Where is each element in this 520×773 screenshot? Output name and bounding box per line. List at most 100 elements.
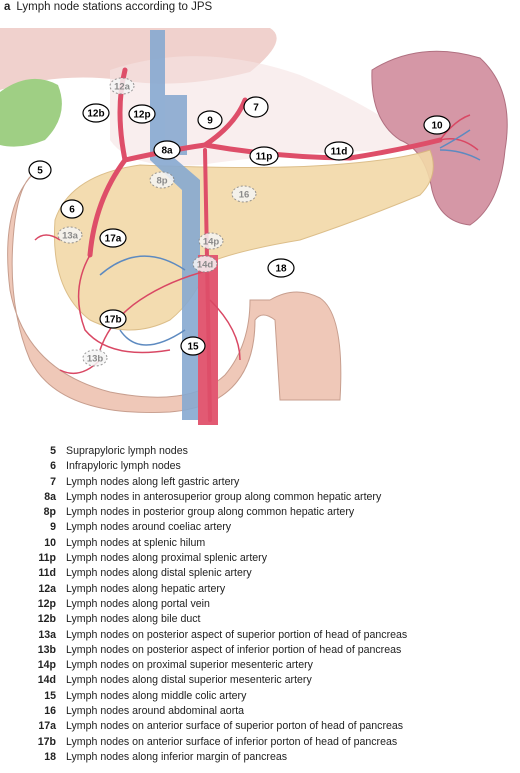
legend-code: 14p xyxy=(37,659,56,672)
station-9-bubble xyxy=(197,110,223,130)
legend-row: 11p Lymph nodes along proximal splenic ar… xyxy=(22,551,512,566)
station-17b-bubble xyxy=(99,309,127,329)
legend-text: Lymph nodes along proximal splenic arter… xyxy=(66,552,267,565)
legend-code: 16 xyxy=(44,705,56,718)
station-11d-label: 11d xyxy=(331,147,348,158)
station-10: 10 xyxy=(423,115,451,135)
station-11p-label: 11p xyxy=(256,152,273,163)
legend-text: Lymph nodes around coeliac artery xyxy=(66,521,232,534)
station-12a-bubble xyxy=(109,77,135,95)
station-11p: 11p xyxy=(249,146,279,166)
small-arteries xyxy=(34,114,479,375)
legend-row: 12b Lymph nodes along bile duct xyxy=(22,612,512,627)
legend-code: 9 xyxy=(50,521,56,534)
station-12p-label: 12p xyxy=(133,110,150,121)
station-7: 7 xyxy=(243,96,269,118)
legend-code: 12a xyxy=(38,582,56,595)
legend-code: 17b xyxy=(37,735,56,748)
legend-row: 5 Suprapyloric lymph nodes xyxy=(22,444,512,459)
station-13b-bubble xyxy=(82,349,108,367)
station-14p-bubble xyxy=(198,232,224,250)
station-8a-bubble xyxy=(153,140,181,160)
legend-code: 8p xyxy=(43,506,56,519)
station-18-bubble xyxy=(267,258,295,278)
stomach-outline xyxy=(110,56,430,166)
station-17a-label: 17a xyxy=(105,234,122,245)
legend-text: Lymph nodes in anterosuperior group alon… xyxy=(66,490,382,503)
station-9-label: 9 xyxy=(207,116,213,127)
station-13a: 13a xyxy=(57,226,83,244)
station-legend: 5 Suprapyloric lymph nodes 6 Infrapyloric l… xyxy=(22,444,512,765)
pancreas xyxy=(53,149,434,331)
panel-title-text: Lymph node stations according to JPS xyxy=(16,1,213,13)
station-11d: 11d xyxy=(324,141,354,161)
legend-text: Lymph nodes along distal superior mesent… xyxy=(66,674,312,687)
station-15-bubble xyxy=(180,336,206,356)
station-14d: 14d xyxy=(192,255,218,273)
legend-code: 5 xyxy=(50,445,56,457)
station-17b: 17b xyxy=(99,309,127,329)
legend-code: 11p xyxy=(38,552,56,565)
station-5-bubble xyxy=(28,160,52,180)
legend-text: Lymph nodes along bile duct xyxy=(66,613,201,626)
legend-text: Lymph nodes along left gastric artery xyxy=(66,475,240,488)
station-6: 6 xyxy=(60,199,84,219)
station-5-label: 5 xyxy=(37,166,43,177)
legend-code: 7 xyxy=(50,475,56,488)
station-8p-label: 8p xyxy=(156,176,167,187)
station-12b-bubble xyxy=(82,103,110,123)
station-13a-bubble xyxy=(57,226,83,244)
station-9: 9 xyxy=(197,110,223,130)
station-12b: 12b xyxy=(82,103,110,123)
legend-code: 18 xyxy=(44,750,56,763)
station-12p: 12p xyxy=(128,104,156,124)
legend-text: Infrapyloric lymph nodes xyxy=(66,460,181,473)
station-16: 16 xyxy=(231,185,257,203)
legend-text: Lymph nodes along portal vein xyxy=(66,597,210,610)
station-8p: 8p xyxy=(149,171,175,189)
legend-row: 17b Lymph nodes on anterior surface of in… xyxy=(22,735,512,750)
legend-text: Lymph nodes on anterior surface of super… xyxy=(66,720,404,733)
station-14d-label: 14d xyxy=(197,260,214,271)
small-veins xyxy=(99,129,481,346)
legend-text: Lymph nodes on anterior surface of infer… xyxy=(66,735,398,748)
station-5: 5 xyxy=(28,160,52,180)
legend-text: Lymph nodes along hepatic artery xyxy=(66,582,226,595)
legend-text: Lymph nodes along distal splenic artery xyxy=(66,567,252,580)
station-8a-label: 8a xyxy=(161,146,173,157)
station-17a: 17a xyxy=(99,228,127,248)
station-16-label: 16 xyxy=(239,190,250,201)
legend-row: 10 Lymph nodes at splenic hilum xyxy=(22,536,512,551)
legend-text: Suprapyloric lymph nodes xyxy=(66,445,188,457)
legend-row: 8a Lymph nodes in anterosuperior group al… xyxy=(22,490,512,505)
legend-row: 9 Lymph nodes around coeliac artery xyxy=(22,520,512,535)
station-18-label: 18 xyxy=(275,264,287,275)
legend-text: Lymph nodes at splenic hilum xyxy=(66,536,206,549)
anatomy-diagram: 5 6 7 8a 9 10 11p 11d 12b 12p 15 17 xyxy=(0,28,508,425)
legend-text: Lymph nodes on posterior aspect of infer… xyxy=(66,643,402,656)
station-15-label: 15 xyxy=(187,342,199,353)
station-8a: 8a xyxy=(153,140,181,160)
legend-code: 6 xyxy=(50,460,56,473)
station-18: 18 xyxy=(267,258,295,278)
legend-text: Lymph nodes along middle colic artery xyxy=(66,689,247,702)
legend-code: 8a xyxy=(44,490,56,503)
station-13b: 13b xyxy=(82,349,108,367)
legend-text: Lymph nodes on posterior aspect of super… xyxy=(66,628,408,641)
legend-code: 10 xyxy=(44,536,56,549)
station-7-label: 7 xyxy=(253,103,259,114)
legend-code: 12b xyxy=(37,613,56,626)
station-17b-label: 17b xyxy=(104,315,121,326)
duodenum xyxy=(7,174,342,414)
station-13a-label: 13a xyxy=(62,231,79,242)
portal-vein xyxy=(150,30,200,420)
station-6-bubble xyxy=(60,199,84,219)
